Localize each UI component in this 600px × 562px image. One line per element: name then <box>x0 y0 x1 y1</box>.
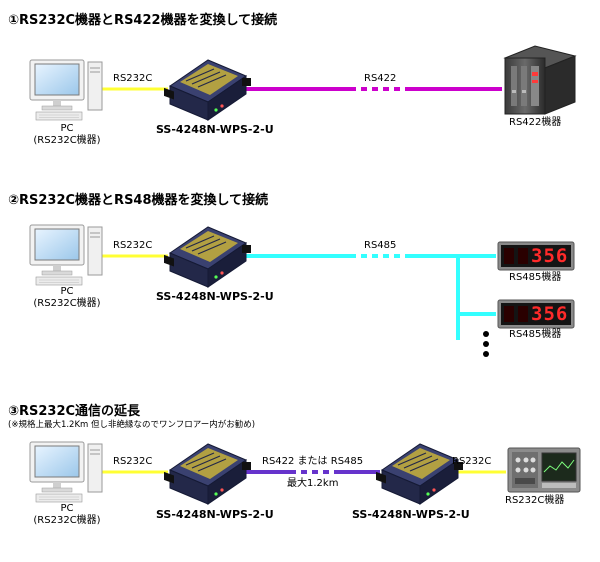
converter-device-icon <box>375 443 464 505</box>
pc-sublabel: (RS232C機器) <box>33 515 101 526</box>
pc-sublabel: (RS232C機器) <box>33 135 101 146</box>
converter-device-icon <box>163 59 252 121</box>
pc-label: PC <box>60 123 74 134</box>
rs232c-label: RS232C <box>113 456 153 467</box>
rs422-device-icon <box>503 45 577 115</box>
section-3-title: ③RS232C通信の延長 <box>8 404 141 419</box>
rs422-rs485-label: RS422 または RS485 <box>262 456 364 467</box>
converter-device-icon <box>163 226 252 288</box>
rs232c-label: RS232C <box>113 73 153 84</box>
pc-label: PC <box>60 286 74 297</box>
rs422-label: RS422 <box>364 73 397 84</box>
rs232c-device-label: RS232C機器 <box>505 495 565 506</box>
rs232c-label: RS232C <box>452 456 492 467</box>
converter-device-label: SS-4248N-WPS-2-U <box>156 290 274 303</box>
pc-label: PC <box>60 503 74 514</box>
pc-icon <box>29 224 103 286</box>
max-distance-label: 最大1.2km <box>287 478 339 489</box>
pc-icon <box>29 441 103 503</box>
pc-sublabel: (RS232C機器) <box>33 298 101 309</box>
converter-device-label: SS-4248N-WPS-2-U <box>156 123 274 136</box>
rs422-device-label: RS422機器 <box>509 117 562 128</box>
rs485-device-label: RS485機器 <box>509 272 562 283</box>
converter-device-icon <box>163 443 252 505</box>
rs485-device-label: RS485機器 <box>509 329 562 340</box>
rs485-label: RS485 <box>364 240 397 251</box>
rs232c-label: RS232C <box>113 240 153 251</box>
display-digits: 356 <box>531 245 569 267</box>
converter-device-label: SS-4248N-WPS-2-U <box>352 508 470 521</box>
converter-device-label: SS-4248N-WPS-2-U <box>156 508 274 521</box>
section-3-note: (※規格上最大1.2Km 但し非絶縁なのでワンフロアー内がお勧め) <box>8 420 256 430</box>
section-1-title: ①RS232C機器とRS422機器を変換して接続 <box>8 13 278 28</box>
display-digits: 356 <box>531 303 569 325</box>
section-2-title: ②RS232C機器とRS48機器を変換して接続 <box>8 193 269 208</box>
rs232c-device-icon <box>507 447 581 493</box>
pc-icon <box>29 59 103 121</box>
